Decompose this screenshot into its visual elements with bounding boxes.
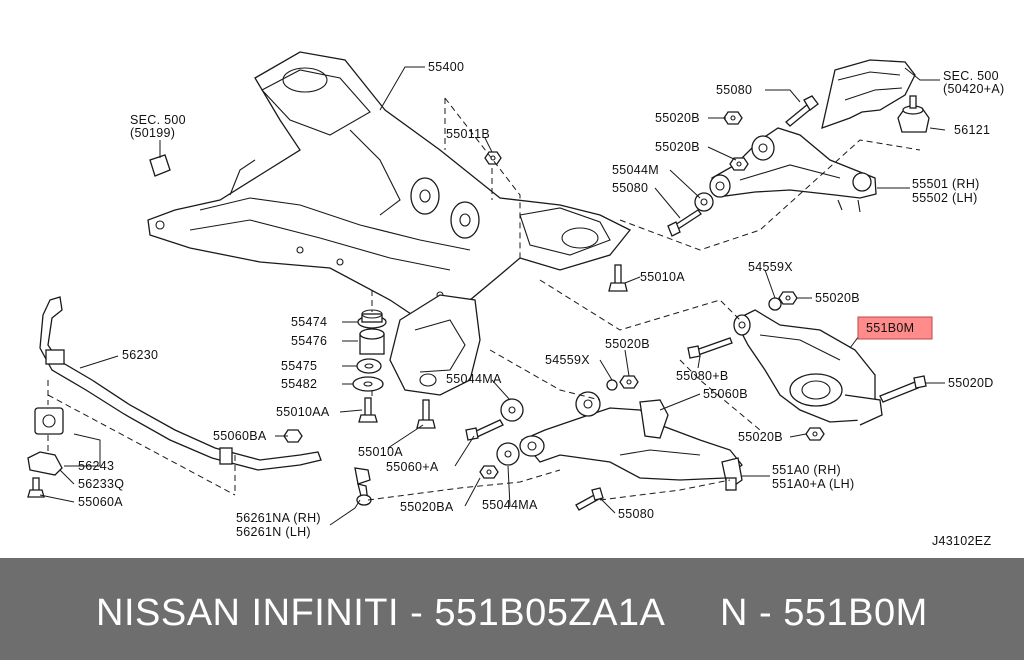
parts-diagram: 55400 SEC. 500 (50199) 55011B 55080 5502… [27,51,1005,548]
bolt-55011b [484,151,502,165]
label-55501: 55501 (RH) [912,177,980,191]
label-55011b: 55011B [446,127,490,141]
label-55020b-1: 55020B [655,111,700,125]
label-55044ma-bot: 55044MA [482,498,538,512]
bolt-55020d [879,375,927,403]
label-55060b: 55060B [703,387,748,401]
banner-part-number: NISSAN INFINITI - 551B05ZA1A [96,592,666,634]
label-55010a-mid: 55010A [358,445,403,459]
label-55400: 55400 [428,60,464,74]
label-56243: 56243 [78,459,114,473]
bolt-55010a-right [608,264,628,292]
bolt-55080-bot [575,487,604,511]
label-55060a: 55060A [78,495,123,509]
bolt-55060a-plus [465,419,504,441]
label-50199: (50199) [130,126,175,140]
label-55080-mid: 55080 [612,181,648,195]
upper-link-55501 [709,127,877,213]
assembly-lines [47,97,921,501]
label-54559x-top: 54559X [748,260,793,274]
label-55060ba: 55060BA [213,429,267,443]
label-55044ma-top: 55044MA [446,372,502,386]
nut-55020b-3 [778,291,798,305]
label-55020b-4: 55020B [605,337,650,351]
label-56261n: 56261N (LH) [236,525,311,539]
label-55010a-right: 55010A [640,270,685,284]
bracket-50199 [149,154,171,177]
part-labels: 55400 SEC. 500 (50199) 55011B 55080 5502… [78,60,1004,548]
bolt-55010a-mid [416,399,436,429]
lower-link-551b0m [733,309,883,426]
diagram-ref-code: J43102EZ [932,534,991,548]
label-55020b-2: 55020B [655,140,700,154]
subframe-bushings [410,177,480,239]
part-number-banner: NISSAN INFINITI - 551B05ZA1A N - 551B0M [0,558,1024,660]
label-551a0a: 551A0+A (LH) [772,477,854,491]
washer-54559x-top [768,297,782,311]
label-55020d: 55020D [948,376,994,390]
label-55475: 55475 [281,359,317,373]
label-56261na: 56261NA (RH) [236,511,321,525]
label-55080b: 55080+B [676,369,729,383]
bolt-55080-top [785,95,819,127]
label-55020ba: 55020BA [400,500,454,514]
label-sec500-left: SEC. 500 [130,113,186,127]
label-55476: 55476 [291,334,327,348]
bolt-55080-mid [667,209,702,237]
label-55020b-3: 55020B [815,291,860,305]
label-55502: 55502 (LH) [912,191,978,205]
insulator-56121 [897,95,930,133]
nut-55020b-1 [723,111,743,125]
nut-55020b-lower [805,427,825,441]
label-56230: 56230 [122,348,158,362]
label-55020b-5: 55020B [738,430,783,444]
subframe-55400 [147,51,632,321]
bolt-55080b [687,337,733,359]
bolt-55010aa [358,397,378,423]
leader-lines [39,66,946,526]
label-54559x-mid: 54559X [545,353,590,367]
label-55044m: 55044M [612,163,659,177]
nut-55020ba [479,465,499,479]
label-55010aa: 55010AA [276,405,330,419]
label-sec500-right: SEC. 500 [943,69,999,83]
stabilizer-bushing [27,407,64,498]
stabilizer-bar-56230 [39,296,322,471]
banner-short-code: N - 551B0M [720,592,928,634]
label-551b0m-highlight: 551B0M [866,321,914,335]
label-55080-bot: 55080 [618,507,654,521]
washer-55044ma-top [500,398,524,422]
stabilizer-link [354,467,372,506]
label-56121: 56121 [954,123,990,137]
transverse-link-551a0 [519,391,743,492]
label-55060a-plus: 55060+A [386,460,439,474]
washer-55044ma-bot [496,442,520,466]
engine-mount-bracket [821,59,916,130]
label-56233q: 56233Q [78,477,124,491]
exploded-view-drawing: 55400 SEC. 500 (50199) 55011B 55080 5502… [27,51,1004,548]
label-55474: 55474 [291,315,327,329]
label-551a0: 551A0 (RH) [772,463,841,477]
label-50420a: (50420+A) [943,82,1004,96]
label-55080-top: 55080 [716,83,752,97]
nut-55020b-4 [619,375,639,389]
label-55482: 55482 [281,377,317,391]
highlight-box [857,316,933,340]
subframe-rear-bracket [389,294,481,396]
nut-55020b-2 [729,157,749,171]
washer-54559x-mid [606,379,618,391]
